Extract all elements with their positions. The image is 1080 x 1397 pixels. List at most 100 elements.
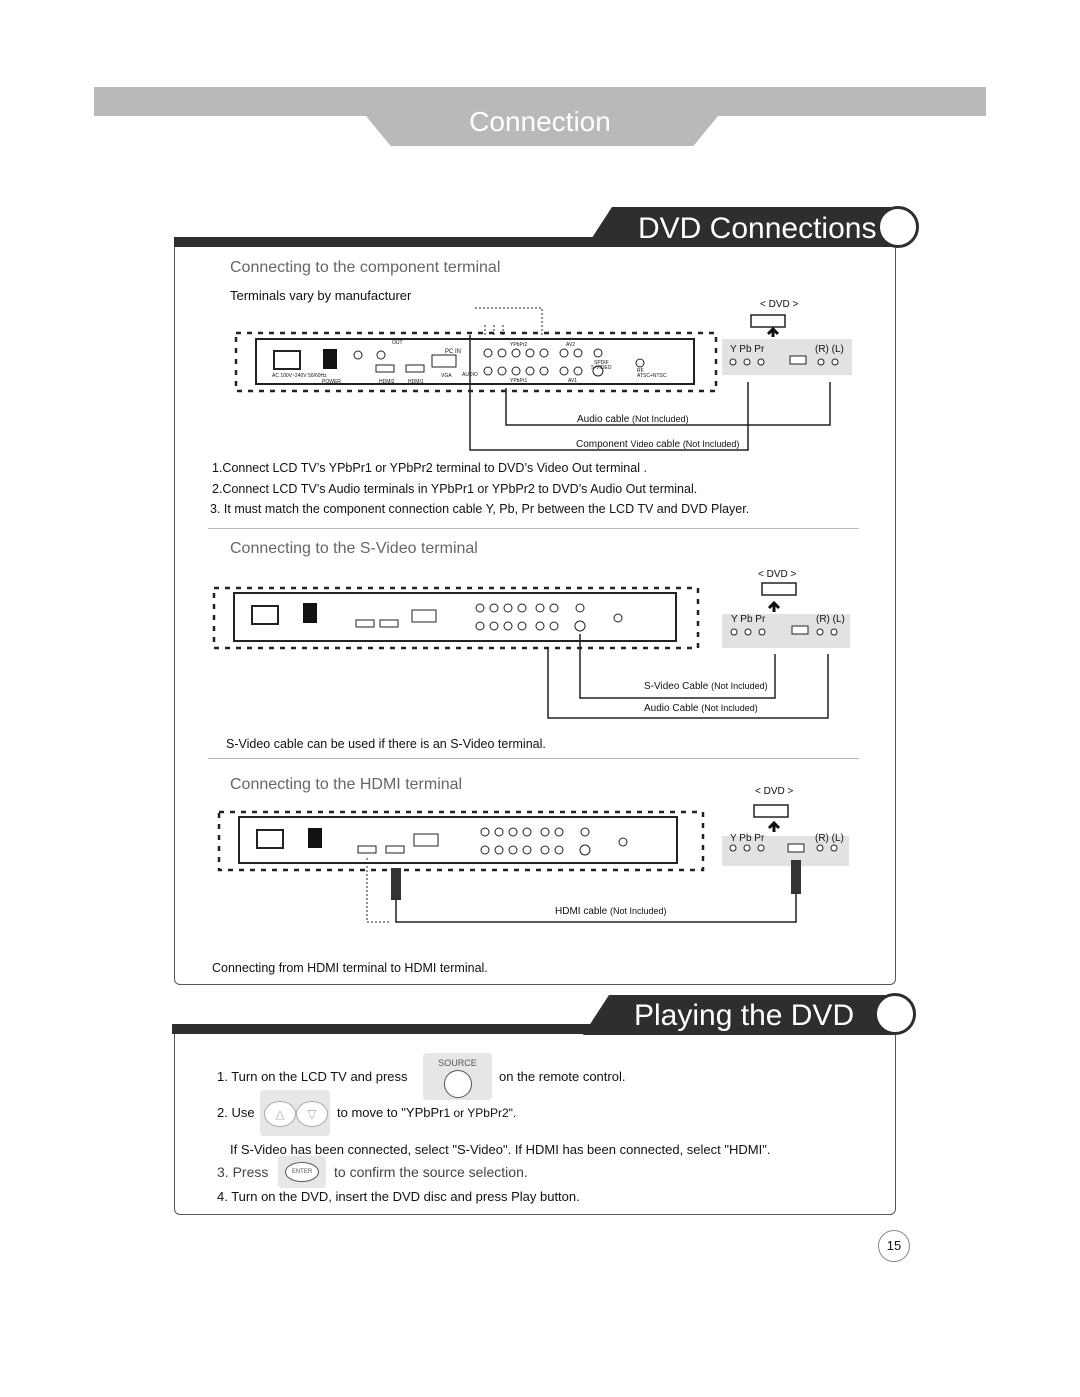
dvd-connections-box — [174, 247, 896, 985]
arrow-up-icon — [766, 326, 780, 337]
dvd-panel — [722, 614, 850, 648]
play-step-2-note: If S-Video has been connected, select "S… — [230, 1142, 771, 1157]
play-step-4: 4. Turn on the DVD, insert the DVD disc … — [217, 1189, 580, 1204]
source-key: SOURCE — [423, 1053, 492, 1100]
audio-cable-note: (Not Included) — [632, 414, 689, 424]
down-arrow-icon: ▽ — [296, 1101, 328, 1127]
out-jack-icon — [376, 350, 386, 360]
component-step-1: 1.Connect LCD TV’s YPbPr1 or YPbPr2 term… — [212, 461, 647, 475]
tv-av1-label: AV1 — [568, 378, 578, 384]
svideo-cable-label: S-Video Cable (Not Included) — [644, 681, 768, 692]
hdmi-port-icon — [355, 619, 375, 628]
video-cable-label: Component Video cable (Not Included) — [576, 439, 739, 450]
dvd-player-icon — [761, 582, 797, 596]
tv-out-label: OUT — [392, 340, 403, 346]
dvd-label: < DVD > — [755, 786, 794, 797]
divider — [208, 758, 859, 759]
ac-socket-icon — [273, 350, 301, 370]
audio-cable-label: Audio cable (Not Included) — [577, 414, 689, 425]
manufacturer-note: Terminals vary by manufacturer — [230, 288, 412, 303]
source-button-icon — [443, 1070, 472, 1098]
audio-cable-label: Audio Cable (Not Included) — [644, 703, 758, 714]
ac-socket-icon — [251, 605, 279, 625]
dvd-hdmi-port-icon — [787, 843, 805, 853]
tv-panel-outline — [217, 810, 705, 872]
play-step-1: 1. Turn on the LCD TV and press — [217, 1069, 408, 1084]
svideo-cable-note: (Not Included) — [711, 681, 768, 691]
hdmi-port-icon — [405, 364, 425, 373]
hdmi-cable-note: (Not Included) — [610, 906, 667, 916]
video-cable-note: (Not Included) — [682, 439, 740, 449]
tv-vga-label: VGA — [441, 373, 452, 379]
dvd-label: < DVD > — [758, 569, 797, 580]
vga-port-icon — [431, 354, 457, 368]
ypbpr-jack-icons — [483, 348, 645, 377]
ypbpr-jack-icons — [475, 603, 623, 632]
dvd-ports-right: (R) (L) — [815, 833, 844, 844]
section-circle — [877, 206, 919, 248]
video-cable-word: cable — [656, 439, 681, 450]
up-arrow-icon: △ — [264, 1101, 296, 1127]
audio-cable-note: (Not Included) — [701, 703, 758, 713]
video-cable-mid: Video — [630, 439, 654, 449]
playing-box — [174, 1034, 896, 1215]
tv-panel-outline — [234, 331, 718, 393]
video-cable-text: Component — [576, 439, 628, 450]
dvd-ports-left: Y Pb Pr — [730, 344, 765, 355]
tv-ac-label: AC 100V~240V 50/60Hz — [272, 373, 327, 379]
tv-panel — [233, 592, 677, 642]
tv-ypbpr1-label: YPbPr1 — [510, 378, 528, 384]
tv-svideo-label: S-VIDEO — [591, 365, 612, 371]
dvd-panel — [722, 339, 852, 375]
page-number: 15 — [878, 1230, 910, 1262]
vga-port-icon — [413, 833, 439, 847]
svideo-note: S-Video cable can be used if there is an… — [226, 737, 546, 751]
section-bar — [172, 1024, 592, 1034]
dvd-hdmi-port-icon — [791, 625, 809, 635]
hdmi-diagram — [217, 804, 849, 923]
out-jack-icon — [353, 350, 363, 360]
playing-title: Playing the DVD — [634, 999, 855, 1032]
divider — [208, 528, 859, 529]
hdmi-port-icon — [385, 845, 405, 854]
play-step-3-post: to confirm the source selection. — [334, 1164, 528, 1180]
dvd-connections-title: DVD Connections — [638, 212, 877, 245]
dvd-hdmi-port-icon — [789, 355, 807, 365]
enter-key: ENTER — [278, 1156, 326, 1188]
component-diagram — [234, 307, 852, 451]
dvd-jack-icons — [729, 358, 839, 366]
chapter-header-tab — [366, 116, 718, 146]
hdmi-port-icon — [379, 619, 399, 628]
hdmi-port-icon — [375, 364, 395, 373]
dvd-jack-icons — [730, 628, 838, 636]
tv-av2-label: AV2 — [566, 342, 576, 348]
dvd-jack-icons — [729, 844, 838, 852]
tv-hdmi2-label: HDMI2 — [379, 379, 395, 385]
ac-socket-icon — [256, 829, 284, 849]
dvd-player-icon — [753, 804, 789, 818]
power-switch-icon — [323, 349, 337, 369]
chapter-header-bar — [94, 87, 986, 116]
component-step-2: 2.Connect LCD TV’s Audio terminals in YP… — [212, 482, 698, 496]
hdmi-heading: Connecting to the HDMI terminal — [230, 776, 463, 793]
section-tab — [586, 207, 894, 247]
hdmi-note: Connecting from HDMI terminal to HDMI te… — [212, 961, 488, 975]
enter-key-label: ENTER — [285, 1162, 319, 1182]
play-step-2-post-b: 1 or YPbPr2". — [443, 1106, 517, 1120]
source-key-label: SOURCE — [438, 1058, 477, 1068]
svideo-heading: Connecting to the S-Video terminal — [230, 540, 478, 557]
tv-panel-outline — [212, 586, 700, 650]
tv-panel — [238, 816, 678, 864]
audio-cable-text: Audio Cable — [644, 703, 699, 714]
ypbpr-jack-icons — [480, 827, 628, 856]
component-heading: Connecting to the component terminal — [230, 259, 501, 276]
vga-port-icon — [411, 609, 437, 623]
chapter-title: Connection — [469, 106, 611, 137]
audio-cable-text: Audio cable — [577, 414, 630, 425]
svideo-cable-text: S-Video Cable — [644, 681, 709, 692]
dvd-label: < DVD > — [760, 299, 799, 310]
play-step-2: 2. Use — [217, 1105, 255, 1120]
section-tab — [583, 995, 894, 1035]
power-switch-icon — [303, 603, 317, 623]
tv-atsc-label: ATSC+NTSC — [637, 373, 667, 379]
